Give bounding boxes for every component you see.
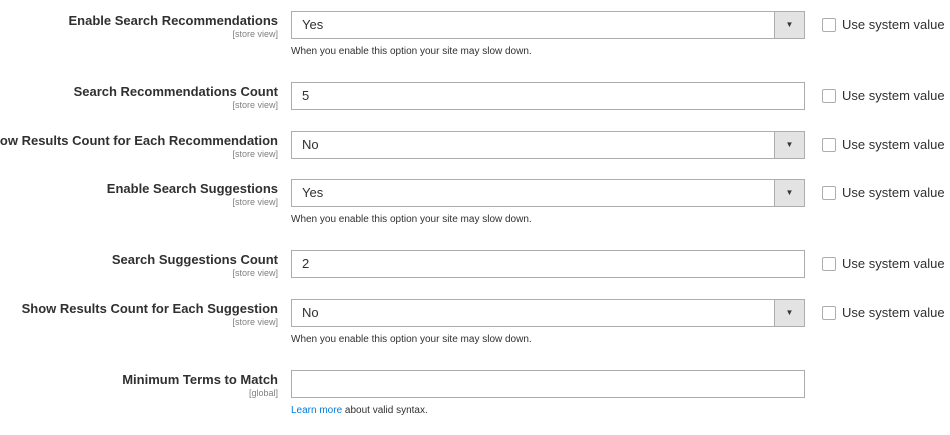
- use-system-value-checkbox[interactable]: Use system value: [822, 17, 945, 32]
- checkbox-icon[interactable]: [822, 256, 836, 271]
- learn-more-link[interactable]: Learn more: [291, 405, 343, 416]
- checkbox-icon[interactable]: [822, 185, 836, 200]
- checkbox-icon[interactable]: [822, 305, 836, 320]
- checkbox-label: Use system value: [842, 185, 945, 200]
- field-label: Show Results Count for Each Recommendati…: [0, 131, 278, 160]
- label-text: Show Results Count for Each Recommendati…: [0, 133, 278, 148]
- select-value: No: [302, 137, 319, 152]
- checkbox-label: Use system value: [842, 256, 945, 271]
- checkbox-label: Use system value: [842, 88, 945, 103]
- show-results-count-recommendation-select[interactable]: No ▼: [291, 131, 805, 159]
- scope-text: [store view]: [232, 29, 278, 39]
- select-value: Yes: [302, 17, 324, 32]
- label-text: Show Results Count for Each Suggestion: [21, 301, 278, 316]
- search-recommendations-count-input[interactable]: 5: [291, 82, 805, 110]
- minimum-terms-to-match-input[interactable]: [291, 370, 805, 398]
- scope-text: [store view]: [232, 317, 278, 327]
- field-label: Search Suggestions Count[store view]: [112, 250, 278, 279]
- field-note: When you enable this option your site ma…: [291, 214, 532, 225]
- label-text: Enable Search Suggestions: [106, 181, 278, 196]
- label-text: Minimum Terms to Match: [122, 372, 278, 387]
- enable-search-recommendations-select[interactable]: Yes ▼: [291, 11, 805, 39]
- enable-search-suggestions-select[interactable]: Yes ▼: [291, 179, 805, 207]
- use-system-value-checkbox[interactable]: Use system value: [822, 88, 945, 103]
- chevron-down-icon[interactable]: ▼: [774, 12, 804, 38]
- field-label: Minimum Terms to Match[global]: [122, 370, 278, 399]
- label-text: Enable Search Recommendations: [68, 13, 278, 28]
- scope-text: [store view]: [232, 100, 278, 110]
- chevron-down-icon[interactable]: ▼: [774, 300, 804, 326]
- show-results-count-suggestion-select[interactable]: No ▼: [291, 299, 805, 327]
- field-note: When you enable this option your site ma…: [291, 334, 532, 345]
- input-value: 5: [302, 88, 310, 103]
- scope-text: [store view]: [232, 268, 278, 278]
- use-system-value-checkbox[interactable]: Use system value: [822, 185, 945, 200]
- search-suggestions-count-input[interactable]: 2: [291, 250, 805, 278]
- select-value: No: [302, 305, 319, 320]
- label-text: Search Recommendations Count: [73, 84, 278, 99]
- input-value: 2: [302, 256, 310, 271]
- field-label: Enable Search Suggestions[store view]: [107, 179, 278, 208]
- checkbox-icon[interactable]: [822, 17, 836, 32]
- note-text: about valid syntax.: [342, 405, 428, 416]
- scope-text: [global]: [248, 388, 278, 398]
- checkbox-icon[interactable]: [822, 137, 836, 152]
- field-note: Learn more about valid syntax.: [291, 405, 428, 416]
- scope-text: [store view]: [232, 149, 278, 159]
- scope-text: [store view]: [232, 197, 278, 207]
- use-system-value-checkbox[interactable]: Use system value: [822, 137, 945, 152]
- field-note: When you enable this option your site ma…: [291, 46, 532, 57]
- checkbox-label: Use system value: [842, 137, 945, 152]
- use-system-value-checkbox[interactable]: Use system value: [822, 305, 945, 320]
- chevron-down-icon[interactable]: ▼: [774, 132, 804, 158]
- checkbox-label: Use system value: [842, 305, 945, 320]
- select-value: Yes: [302, 185, 324, 200]
- field-label: Show Results Count for Each Suggestion[s…: [22, 299, 278, 328]
- chevron-down-icon[interactable]: ▼: [774, 180, 804, 206]
- field-label: Search Recommendations Count[store view]: [74, 82, 278, 111]
- checkbox-label: Use system value: [842, 17, 945, 32]
- checkbox-icon[interactable]: [822, 88, 836, 103]
- use-system-value-checkbox[interactable]: Use system value: [822, 256, 945, 271]
- field-label: Enable Search Recommendations[store view…: [68, 11, 278, 40]
- label-text: Search Suggestions Count: [111, 252, 278, 267]
